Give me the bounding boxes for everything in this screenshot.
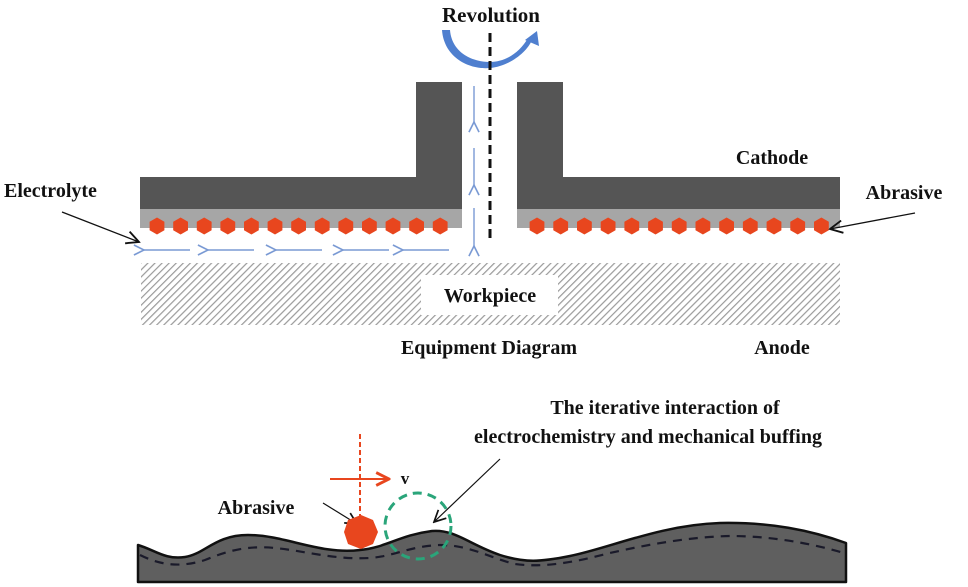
abrasive-particle [149,217,165,235]
velocity-label: v [401,469,410,488]
abrasive-particles-right [529,217,829,235]
abrasive-particles-left [149,217,448,235]
abrasive-particle [553,217,569,235]
abrasive-particle [220,217,236,235]
revolution-arrow-icon [442,30,539,69]
abrasive-particle [196,217,212,235]
abrasive-particle [244,217,259,235]
abrasive-particle [577,217,592,235]
interaction-label-line2: electrochemistry and mechanical buffing [474,426,822,448]
abrasive-particle [766,217,782,235]
electrolyte-pointer [61,211,139,242]
abrasive-particle [600,217,616,235]
abrasive-particle [362,217,377,235]
anode-label: Anode [754,337,810,359]
workpiece-label-box [421,275,558,315]
abrasive-particle [719,217,734,235]
electrolyte-label: Electrolyte [4,180,97,202]
abrasive-particle [385,217,401,235]
abrasive-particle [314,217,330,235]
equipment-diagram-caption: Equipment Diagram [401,337,577,359]
abrasive-particle [695,217,711,235]
abrasive-top-pointer [830,212,916,229]
cathode-left [140,82,462,209]
revolution-label: Revolution [442,3,540,27]
abrasive-particle [432,217,448,235]
abrasive-particle [267,217,283,235]
interaction-label-line1: The iterative interaction of [550,397,780,419]
abrasive-particle [814,217,829,235]
abrasive-particle [409,217,424,235]
abrasive-particle [344,515,378,549]
abrasive-particle [291,217,306,235]
abrasive-particle [790,217,806,235]
abrasive-particle [648,217,663,235]
cathode-label: Cathode [736,147,808,169]
workpiece-label: Workpiece [444,285,536,307]
abrasive-top-label: Abrasive [866,182,943,204]
cathode-right [517,82,840,209]
abrasive-particle [529,217,545,235]
abrasive-bottom-label: Abrasive [218,497,295,519]
abrasive-particle [671,217,687,235]
workpiece-surface [136,521,848,584]
abrasive-particle [173,217,188,235]
passivation-film-boundary [139,534,845,567]
abrasive-particle [624,217,640,235]
interaction-zone [383,491,453,561]
abrasive-particle [338,217,354,235]
interaction-pointer [434,458,501,522]
abrasive-particle [742,217,758,235]
